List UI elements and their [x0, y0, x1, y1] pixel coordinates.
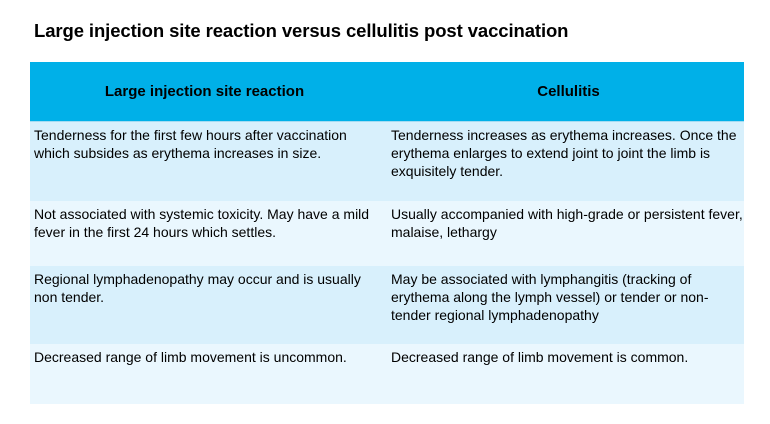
table-cell: Regional lymphadenopathy may occur and i… [30, 266, 385, 344]
table-cell: May be associated with lymphangitis (tra… [385, 266, 744, 344]
table-row-lymphadenopathy: Regional lymphadenopathy may occur and i… [30, 266, 744, 344]
header-large-injection-site-reaction: Large injection site reaction [30, 62, 385, 122]
table-cell: Decreased range of limb movement is unco… [30, 344, 385, 404]
comparison-table: Large injection site reaction Cellulitis… [30, 62, 744, 404]
table-row-limb-movement: Decreased range of limb movement is unco… [30, 344, 744, 404]
table-cell: Tenderness increases as erythema increas… [385, 121, 744, 201]
table-cell: Not associated with systemic toxicity. M… [30, 201, 385, 266]
table-cell: Tenderness for the first few hours after… [30, 121, 385, 201]
table-cell: Decreased range of limb movement is comm… [385, 344, 744, 404]
page-title: Large injection site reaction versus cel… [34, 20, 569, 41]
header-cellulitis: Cellulitis [385, 62, 744, 122]
table-row-tenderness: Tenderness for the first few hours after… [30, 121, 744, 201]
table-header-row: Large injection site reaction Cellulitis [30, 62, 744, 122]
table-row-systemic: Not associated with systemic toxicity. M… [30, 201, 744, 266]
table-cell: Usually accompanied with high-grade or p… [385, 201, 744, 266]
